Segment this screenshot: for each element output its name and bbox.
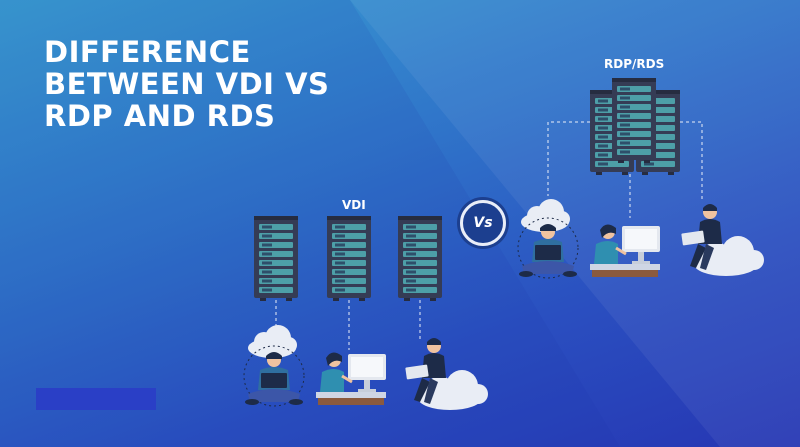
shadow-panel — [0, 0, 620, 447]
bottom-bar — [36, 388, 156, 410]
title-line: BETWEEN VDI VS — [44, 67, 330, 101]
page-title: DIFFERENCE BETWEEN VDI VS RDP AND RDS — [44, 36, 329, 132]
rds-server-rack-main-icon — [612, 78, 656, 163]
versus-text: Vs — [473, 215, 493, 231]
title-line: DIFFERENCE — [44, 35, 251, 69]
diagonal-panel — [350, 0, 800, 447]
vdi-connectors — [275, 300, 421, 350]
title-line: RDP AND RDS — [44, 99, 276, 133]
vdi-server-rack-icon — [398, 216, 442, 301]
vdi-server-rack-icon — [254, 216, 298, 301]
vdi-label: VDI — [342, 198, 366, 212]
rdp-rds-label: RDP/RDS — [604, 57, 665, 71]
versus-badge: Vs — [460, 200, 506, 246]
vdi-server-rack-icon — [327, 216, 371, 301]
rdp-connectors — [547, 121, 703, 218]
